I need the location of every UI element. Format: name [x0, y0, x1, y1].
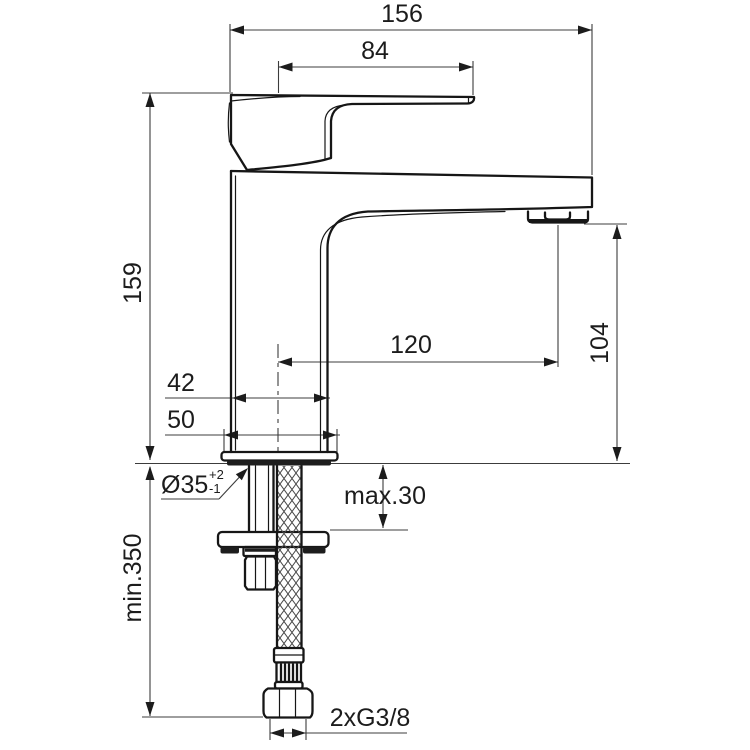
mounting-nut [242, 545, 278, 591]
dim-body-height: 159 [119, 92, 233, 460]
spout-aerator [526, 210, 590, 224]
dim-label-120: 120 [390, 331, 432, 359]
dim-label-50: 50 [167, 406, 195, 434]
dim-base-width: 50 [165, 406, 340, 452]
mounting-stud [247, 464, 275, 534]
head-left-bulge [227, 102, 231, 143]
dim-hole-diameter: Ø35 +2 -1 [161, 467, 248, 500]
hose-ribbed-section [273, 661, 304, 690]
dim-label-2xg38: 2xG3/8 [330, 704, 411, 732]
spout-inner-curve [319, 210, 506, 453]
dim-label-156: 156 [381, 0, 423, 28]
bracket-foot-right [303, 547, 326, 554]
dim-label-max30: max.30 [344, 482, 426, 510]
dim-label-159: 159 [119, 262, 147, 304]
faucet-body [229, 169, 594, 454]
dim-hose-length: min.350 [119, 466, 263, 718]
aerator-screen [543, 211, 572, 221]
flex-hose [262, 464, 314, 719]
dim-outlet-height: 104 [584, 223, 627, 461]
dim-deck-thickness: max.30 [330, 465, 426, 531]
dim-label-tol-minus: -1 [209, 481, 221, 496]
spout-outline [229, 169, 594, 454]
dim-label-diameter: Ø35 [161, 471, 208, 499]
dim-handle-projection: 84 [277, 37, 474, 95]
hose-connection-nut [262, 687, 314, 719]
handle-lever [227, 93, 476, 172]
flange-gasket [227, 460, 331, 466]
dim-label-104: 104 [586, 322, 614, 364]
dim-label-tol-plus: +2 [209, 467, 224, 482]
dim-connection-thread: 2xG3/8 [269, 704, 411, 740]
dim-label-84: 84 [361, 37, 389, 65]
dim-label-min350: min.350 [119, 534, 147, 623]
dim-body-width: 42 [165, 369, 330, 403]
hose-braid [277, 466, 302, 648]
bracket-foot-left [220, 547, 239, 554]
dim-spout-projection: 120 [278, 225, 559, 367]
dim-total-projection: 156 [229, 0, 593, 175]
mounting-flange [220, 450, 339, 466]
dim-label-42: 42 [167, 369, 195, 397]
lever-neck-highlight [324, 104, 346, 160]
